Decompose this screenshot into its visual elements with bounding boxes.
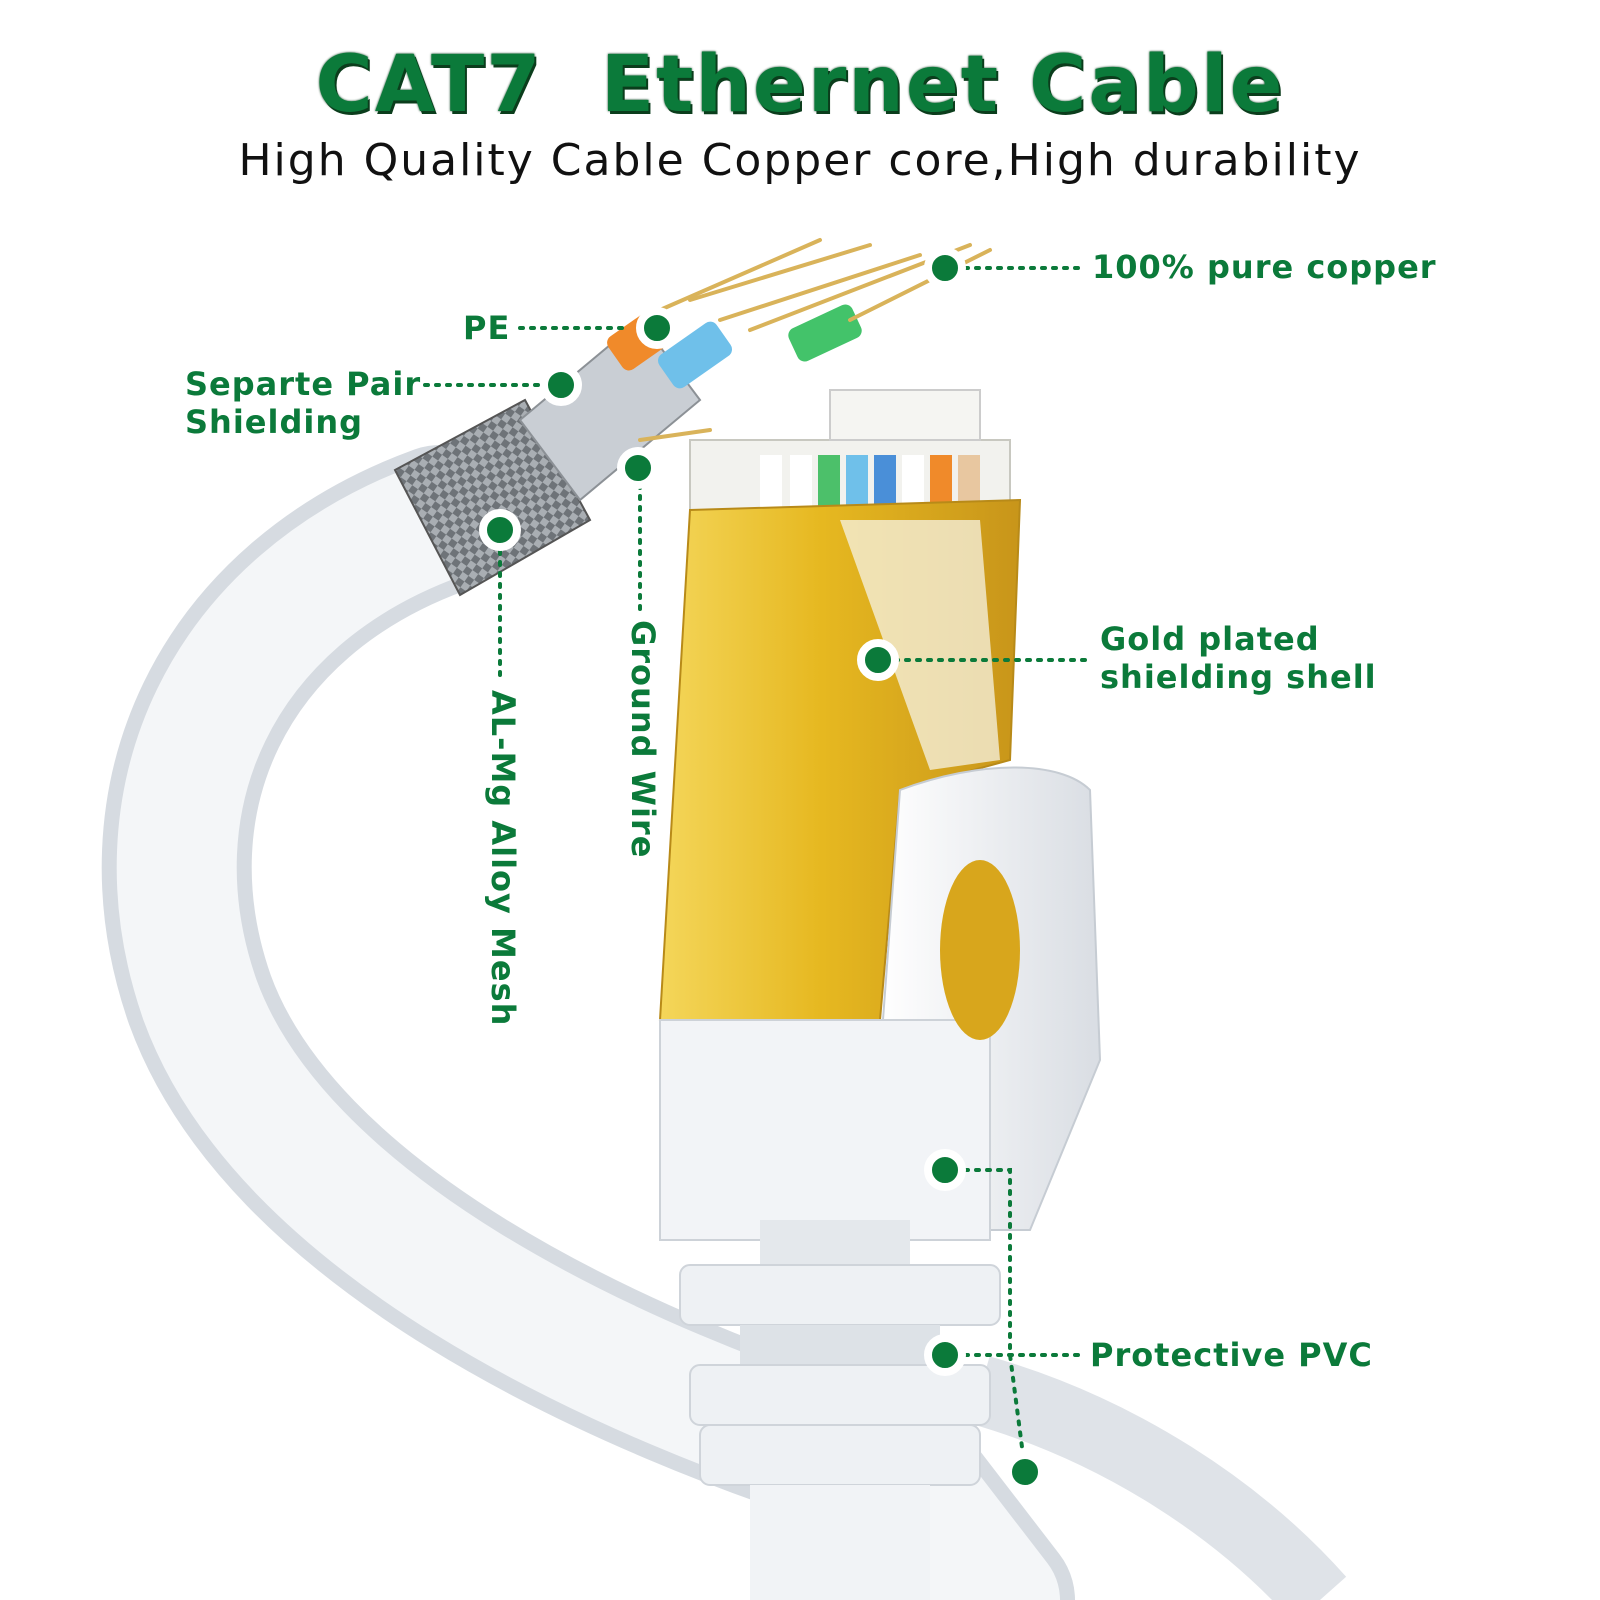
label-gold-line2: shielding shell <box>1100 658 1377 696</box>
callout-dots <box>479 247 1046 1493</box>
label-gold-shell: Gold plated shielding shell <box>1100 620 1377 696</box>
callout-leaders <box>423 266 1092 1472</box>
page-title: CAT7 Ethernet Cable <box>315 40 1285 130</box>
label-separate-pair-line2: Shielding <box>185 403 364 441</box>
page-subtitle: High Quality Cable Copper core,High dura… <box>238 135 1362 186</box>
dot-pvc-mid <box>924 1334 966 1376</box>
dot-pair-shielding <box>540 364 582 406</box>
label-ground-wire: Ground Wire <box>624 620 662 859</box>
dot-gold-shell <box>857 639 899 681</box>
label-separate-pair-shielding: Separte Pair Shielding <box>185 365 421 441</box>
label-pvc: Protective PVC <box>1090 1336 1373 1374</box>
label-gold-line1: Gold plated <box>1100 620 1320 658</box>
connector-boot <box>659 766 1102 1600</box>
dot-alloy-mesh <box>479 509 521 551</box>
label-copper: 100% pure copper <box>1092 248 1437 286</box>
dot-copper <box>924 247 966 289</box>
dot-ground-wire <box>617 447 659 489</box>
rj45-connector <box>658 389 1022 1021</box>
label-separate-pair-line1: Separte Pair <box>185 365 422 403</box>
label-alloy-mesh: AL-Mg Alloy Mesh <box>484 690 522 1027</box>
dot-pvc-top <box>924 1149 966 1191</box>
dot-pvc-bottom <box>1004 1451 1046 1493</box>
label-pe: PE <box>463 309 511 347</box>
dot-pe <box>636 307 678 349</box>
